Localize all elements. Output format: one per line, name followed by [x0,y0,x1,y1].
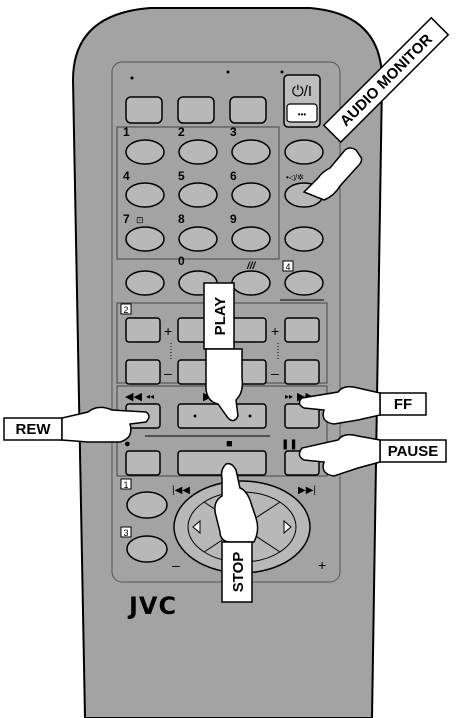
digit-9-label: 9 [230,212,237,226]
record-icon: ● [124,438,131,450]
key-2-button[interactable] [178,139,218,165]
stop-callout-box [221,541,253,603]
stop-icon: ■ [226,438,233,450]
digit-2-label: 2 [178,125,185,139]
pause-callout-label: PAUSE [388,443,439,460]
audio-monitor-hand-icon [302,147,363,201]
digit-4-label: 4 [123,169,130,183]
key-3-button[interactable] [231,139,271,165]
top-button-1[interactable] [125,96,163,124]
pause-icon: ❚❚ [281,439,298,450]
stop-callout-label: STOP [230,552,247,593]
digit-5-label: 5 [178,169,185,183]
indicator-dot [130,76,134,80]
digit-7-label: 7 [123,212,130,226]
jog-plus-label: + [318,557,326,573]
ff-small-icon: ▸▸ [285,392,293,401]
right-bottom-button[interactable] [284,359,320,385]
key-8-button[interactable] [178,226,218,252]
digit-3-label: 3 [230,125,237,139]
section-1-button[interactable] [126,491,168,519]
section-marker-3 [120,526,132,538]
pause-hand-icon [298,433,381,477]
rew-hand-icon [61,406,150,443]
row5-button-1[interactable] [125,270,165,296]
minus-label-left: – [164,365,172,381]
play-callout-box [203,282,235,350]
right-top-button[interactable] [284,317,320,343]
digit-1-label: 1 [123,125,130,139]
ff-callout-label: FF [394,396,412,413]
indicator-dot [248,414,252,418]
jog-minus-label: – [172,557,180,573]
key-5-button[interactable] [178,182,218,208]
section-marker-4-label: 4 [286,262,291,272]
jvc-logo: JVC [127,592,177,620]
key-1-button[interactable] [125,139,165,165]
key-4-button[interactable] [125,182,165,208]
digit-8-label: 8 [178,212,185,226]
record-button[interactable] [125,450,161,476]
slash-label: /// [246,261,257,272]
center-right-top-button[interactable] [231,317,267,343]
rew-icon: ◀◀ [125,391,142,403]
audio-monitor-icon: •◁/✲ [286,173,304,182]
skip-back-icon: |◀◀ [172,485,190,496]
key-7-button[interactable] [125,226,165,252]
section-marker-2-label: 2 [124,305,129,315]
power-button[interactable]: ⏻/I ••• [283,74,321,128]
rew-callout-label: REW [16,421,52,438]
jog-right-arrow-icon [283,519,292,535]
minus-label-right: – [271,365,279,381]
slash-button[interactable] [231,270,271,296]
plus-label-right: + [271,323,279,339]
key-9-button[interactable] [231,226,271,252]
skip-forward-icon: ▶▶| [298,485,316,496]
top-button-2[interactable] [177,96,215,124]
digit-6-label: 6 [230,169,237,183]
side-button-1[interactable] [284,139,324,165]
section-marker-4 [282,260,294,272]
dots-icon: ••• [298,110,307,119]
section-marker-2 [120,303,132,315]
section-marker-1-label: 1 [124,480,129,490]
keypad-region [116,126,280,260]
key-6-button[interactable] [231,182,271,208]
indicator-dot [193,414,197,418]
top-button-3[interactable] [229,96,267,124]
section-marker-1 [120,478,132,490]
left-bottom-button[interactable] [125,359,161,385]
jog-left-arrow-icon [192,519,201,535]
rew-small-icon: ◂◂ [146,392,154,401]
indicator-dot [226,70,230,74]
ff-hand-icon [298,385,381,425]
play-callout-label: PLAY [212,297,229,336]
section-marker-3-label: 3 [124,528,129,538]
play-hand-icon [205,348,244,422]
plus-label-left: + [164,323,172,339]
section-3-button[interactable] [126,535,168,563]
power-icon: ⏻/I [292,83,312,100]
side-button-2[interactable] [284,226,324,252]
digit-0-label: 0 [178,254,185,268]
indicator-dot [280,70,284,74]
tv-channel-icon: ⊡ [136,215,144,225]
minus-plus-left-top-button[interactable] [125,317,161,343]
section-4-button[interactable] [284,270,324,296]
